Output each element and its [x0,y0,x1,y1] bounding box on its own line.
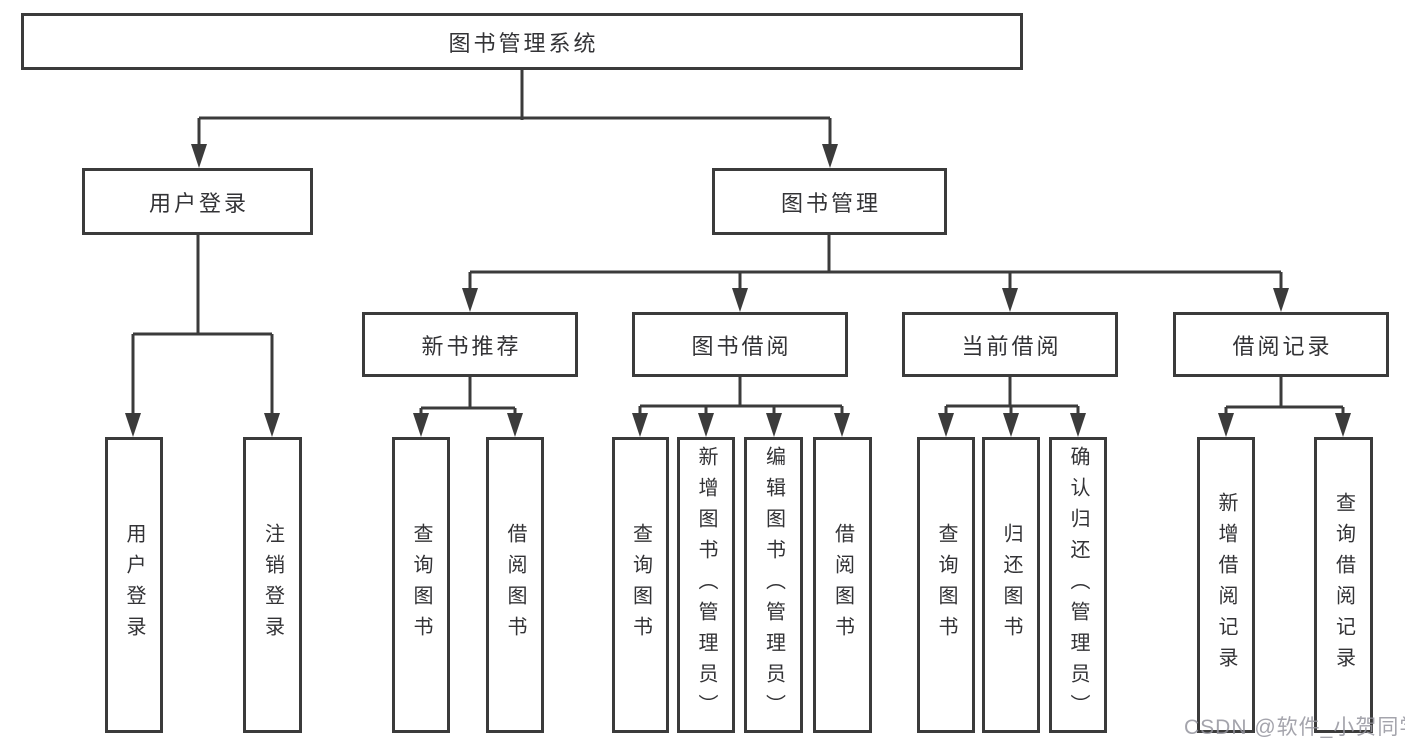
node-label: 查询图书 [410,523,432,647]
node-book-management: 图书管理 [712,168,947,235]
node-label: 新增图书（管理员） [695,445,717,725]
node-label: 图书借阅 [691,333,792,359]
node-book-borrowing: 图书借阅 [632,312,848,377]
csdn-watermark: CSDN @软件_小贺同学 [1184,716,1405,739]
leaf-confirm-return-admin: 确认归还（管理员） [1049,437,1107,733]
leaf-edit-book-admin: 编辑图书（管理员） [744,437,803,733]
leaf-query-books-borrow: 查询图书 [612,437,669,733]
node-user-login: 用户登录 [82,168,313,235]
node-borrow-records: 借阅记录 [1173,312,1389,377]
node-label: 注销登录 [261,523,284,647]
node-label: 当前借阅 [961,333,1062,359]
arrowheads [125,144,1351,437]
leaf-return-book: 归还图书 [982,437,1040,733]
node-label: 查询图书 [935,523,957,647]
leaf-user-login: 用户登录 [105,437,163,733]
leaf-logout: 注销登录 [243,437,302,733]
node-current-borrowing: 当前借阅 [902,312,1118,377]
node-label: 新书推荐 [421,333,522,359]
node-label: 确认归还（管理员） [1067,445,1089,725]
node-label: 查询图书 [629,523,652,647]
node-label: 图书管理 [780,190,881,216]
node-label: 用户登录 [123,523,145,647]
leaf-add-borrow-record: 新增借阅记录 [1197,437,1255,733]
leaf-query-borrow-record: 查询借阅记录 [1314,437,1373,733]
node-label: 图书管理系统 [448,30,599,56]
leaf-borrow-books: 借阅图书 [813,437,872,733]
node-label: 编辑图书（管理员） [762,445,785,725]
leaf-borrow-books-recommend: 借阅图书 [486,437,544,733]
leaf-query-books-current: 查询图书 [917,437,975,733]
node-label: 借阅图书 [504,523,526,647]
node-label: 查询借阅记录 [1332,492,1355,678]
node-new-book-recommend: 新书推荐 [362,312,578,377]
leaf-add-book-admin: 新增图书（管理员） [677,437,735,733]
node-label: 用户登录 [148,190,249,216]
leaf-query-books-recommend: 查询图书 [392,437,450,733]
node-label: 新增借阅记录 [1215,492,1237,678]
node-label: 借阅记录 [1232,333,1333,359]
node-library-system: 图书管理系统 [21,13,1023,70]
node-label: 归还图书 [1000,523,1022,647]
node-label: 借阅图书 [831,523,854,647]
